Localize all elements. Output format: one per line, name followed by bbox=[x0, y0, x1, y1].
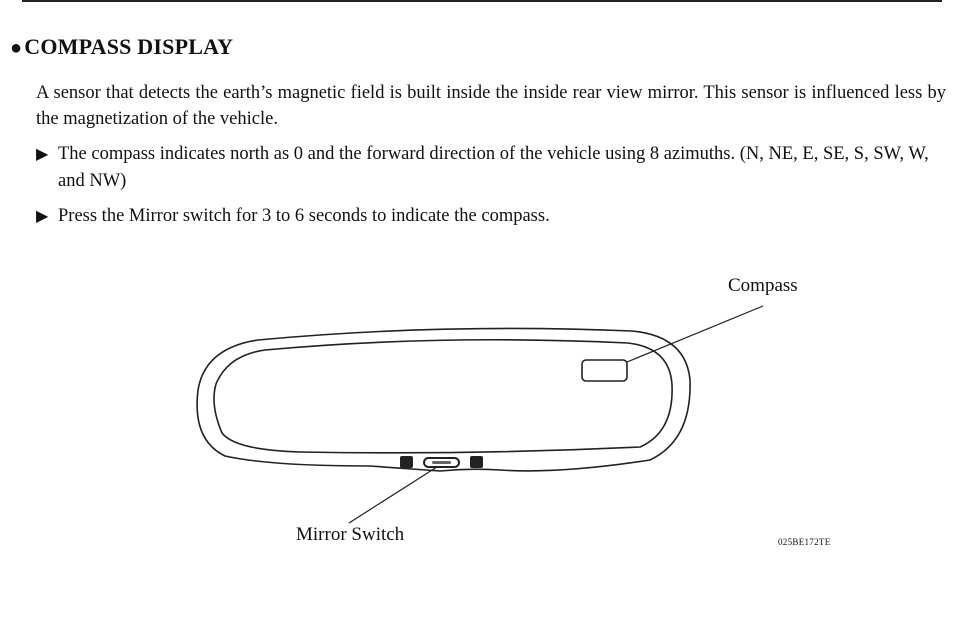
section-heading: ●COMPASS DISPLAY bbox=[10, 34, 233, 60]
top-rule bbox=[22, 0, 942, 2]
mirror-switch-leader-line bbox=[348, 464, 441, 524]
mirror-switch-label: Mirror Switch bbox=[296, 524, 405, 545]
mirror-glass-outline bbox=[213, 338, 673, 454]
mirror-diagram bbox=[196, 305, 764, 524]
intro-paragraph: A sensor that detects the earth’s magnet… bbox=[36, 83, 946, 129]
mirror-housing-outline bbox=[196, 327, 691, 472]
bullet-triangle-icon: ▶ bbox=[36, 146, 49, 163]
left-indicator-icon bbox=[400, 456, 413, 468]
mirror-switch-cluster bbox=[400, 456, 483, 468]
mirror-switch-inner-mark bbox=[432, 461, 451, 464]
right-indicator-icon bbox=[470, 456, 483, 468]
bullet-triangle-icon: ▶ bbox=[36, 208, 49, 225]
compass-leader-line bbox=[626, 305, 764, 363]
bullet-item-compass-directions: ▶ The compass indicates north as 0 and th… bbox=[36, 141, 946, 194]
bullet-item-mirror-switch: ▶ Press the Mirror switch for 3 to 6 seco… bbox=[36, 203, 946, 230]
compass-label: Compass bbox=[728, 275, 798, 296]
figure-code: 025BE172TE bbox=[778, 537, 831, 547]
bullet-text: The compass indicates north as 0 and the… bbox=[58, 144, 929, 191]
section-title: COMPASS DISPLAY bbox=[24, 34, 234, 59]
heading-bullet-icon: ● bbox=[10, 37, 23, 59]
compass-window bbox=[581, 359, 628, 382]
bullet-text: Press the Mirror switch for 3 to 6 secon… bbox=[58, 206, 550, 226]
